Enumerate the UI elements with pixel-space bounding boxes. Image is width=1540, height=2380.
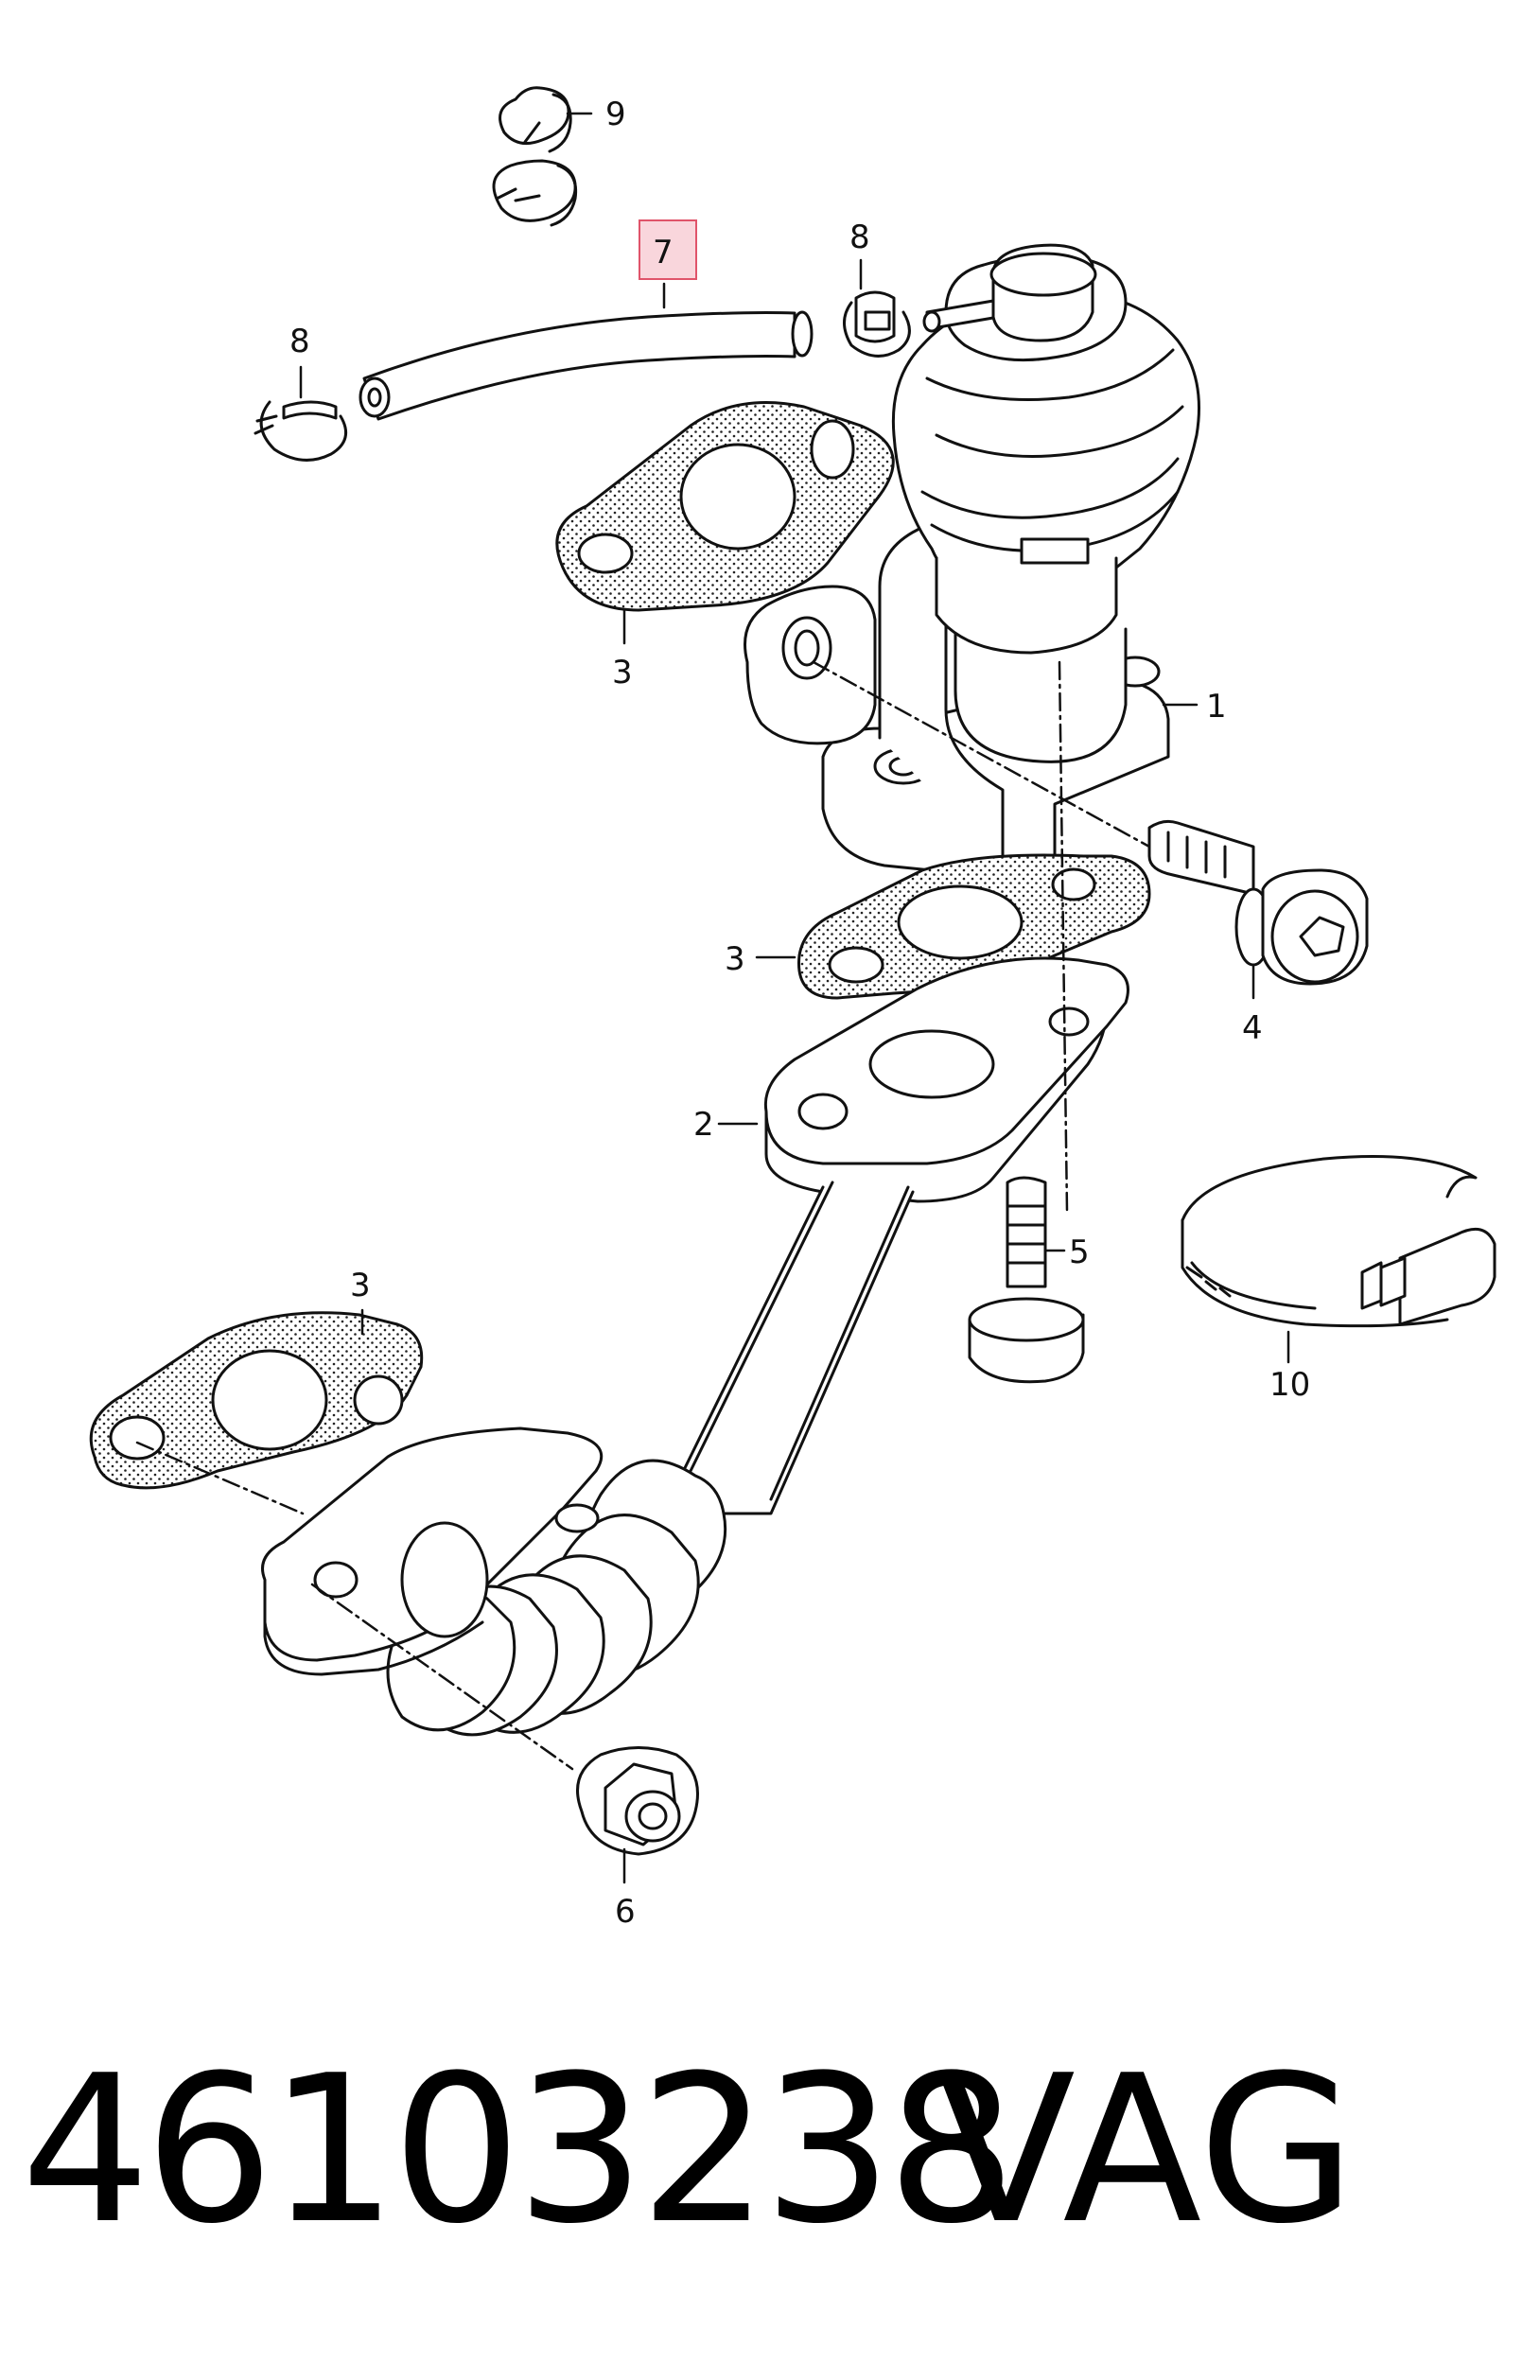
label-3-middle[interactable]: 3 [725, 940, 745, 978]
label-8-left[interactable]: 8 [289, 323, 310, 360]
cable-tie-10[interactable] [1181, 1155, 1496, 1328]
hose-clip-9[interactable] [492, 86, 578, 227]
label-7[interactable]: 7 [653, 234, 674, 271]
alignment-lines [135, 660, 1151, 1771]
gasket-3-upper[interactable] [555, 401, 895, 612]
label-5[interactable]: 5 [1069, 1234, 1090, 1271]
gasket-3-lower[interactable] [89, 1311, 424, 1490]
label-2[interactable]: 2 [693, 1106, 714, 1144]
label-8-right[interactable]: 8 [849, 219, 870, 256]
part-number: 46103238 [21, 2031, 1016, 2268]
label-6[interactable]: 6 [615, 1893, 636, 1931]
label-3-upper[interactable]: 3 [612, 654, 633, 691]
vacuum-hose-7[interactable] [359, 310, 814, 421]
footer: 46103238 VAG [0, 2048, 1540, 2332]
label-10[interactable]: 10 [1269, 1366, 1310, 1404]
hose-clip-8-left[interactable] [254, 400, 348, 462]
egr-pipe-2[interactable] [261, 956, 1129, 1737]
highlight-box [639, 219, 697, 280]
leader-lines [299, 112, 1290, 1884]
flange-nut-6[interactable] [576, 1746, 699, 1856]
bolt-5[interactable] [968, 1176, 1085, 1384]
label-9[interactable]: 9 [605, 96, 626, 133]
label-4[interactable]: 4 [1242, 1009, 1263, 1047]
label-1[interactable]: 1 [1206, 688, 1227, 726]
hose-clip-8-right[interactable] [843, 290, 911, 358]
egr-valve-1[interactable] [744, 243, 1200, 879]
manufacturer: VAG [936, 2031, 1356, 2268]
label-3-lower[interactable]: 3 [350, 1267, 371, 1304]
bolt-4[interactable] [1147, 819, 1369, 986]
part-labels: 1 2 3 3 3 4 5 6 7 8 8 9 10 [289, 96, 1310, 1931]
